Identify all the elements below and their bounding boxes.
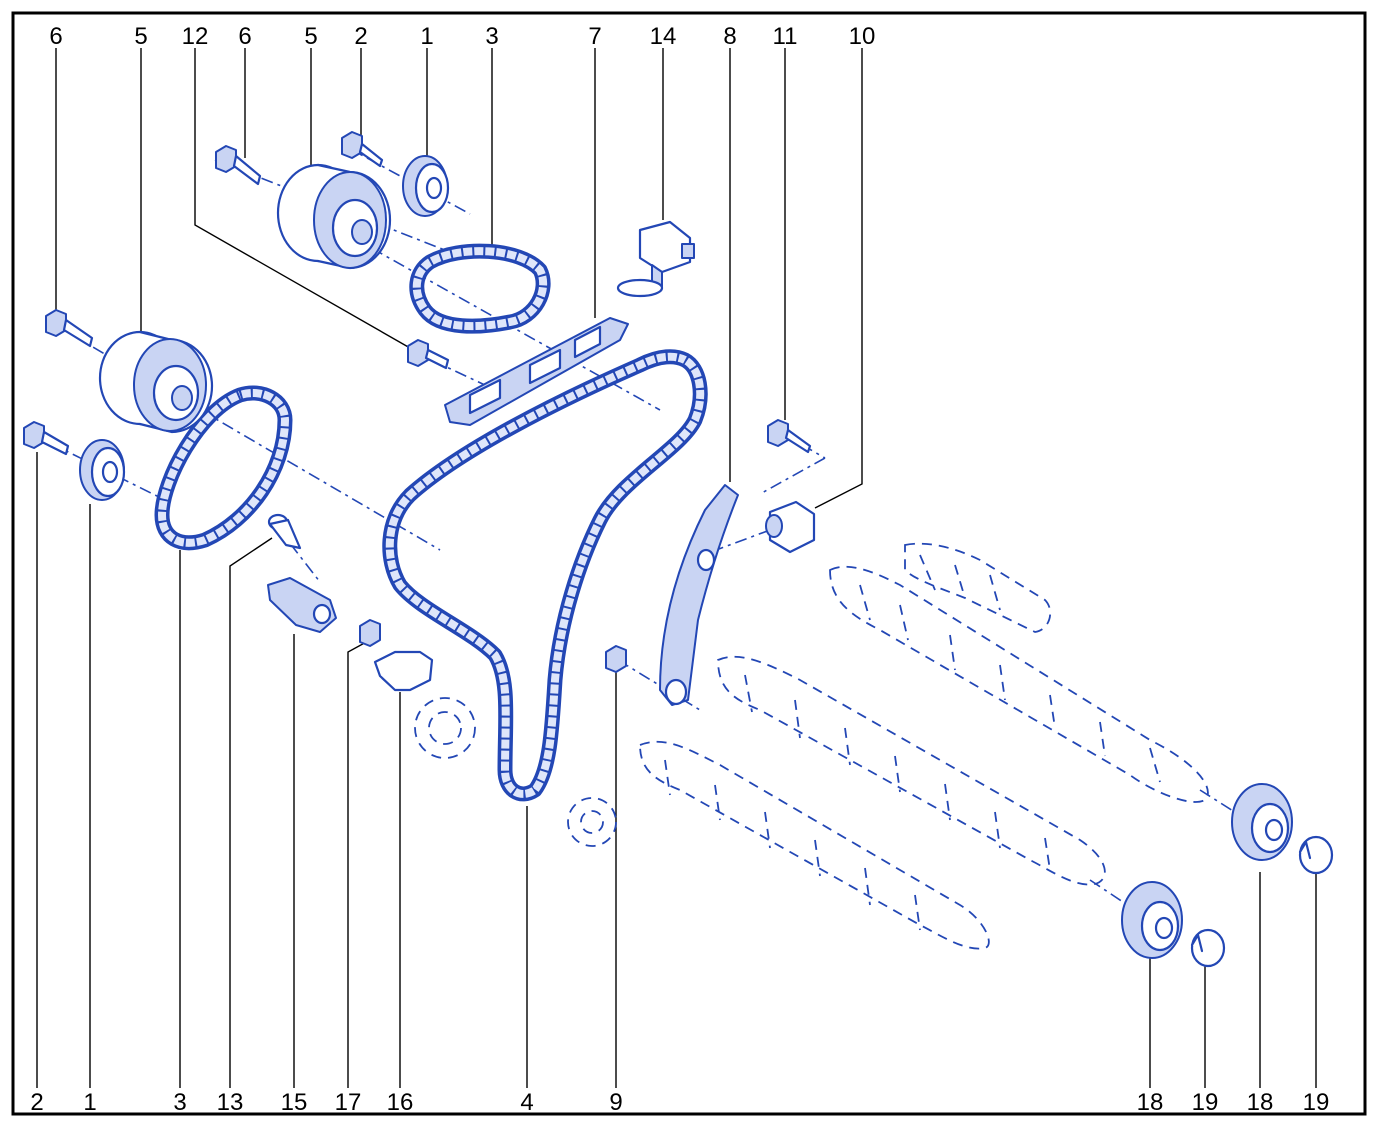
callout: 6 bbox=[49, 23, 62, 50]
chain-guide-7 bbox=[444, 317, 629, 426]
callout: 3 bbox=[173, 1089, 186, 1116]
callout: 15 bbox=[281, 1089, 308, 1116]
callout: 19 bbox=[1303, 1089, 1330, 1116]
bolt-11 bbox=[767, 419, 812, 454]
callout: 10 bbox=[849, 23, 876, 50]
callout: 19 bbox=[1192, 1089, 1219, 1116]
timing-chain-3-upper bbox=[409, 243, 551, 334]
bolt-lower-2 bbox=[23, 421, 70, 456]
callout: 18 bbox=[1247, 1089, 1274, 1116]
tensioner-arm-8 bbox=[659, 484, 739, 706]
callout: 9 bbox=[609, 1089, 622, 1116]
sensor-14 bbox=[616, 220, 695, 298]
callout: 1 bbox=[420, 23, 433, 50]
sprocket-lower bbox=[79, 439, 126, 501]
timing-chain-3-lower bbox=[154, 385, 293, 551]
cam-phaser-lower bbox=[98, 330, 214, 434]
sprocket-upper bbox=[402, 155, 450, 217]
callout: 7 bbox=[588, 23, 601, 50]
callout: 2 bbox=[30, 1089, 43, 1116]
callout: 13 bbox=[217, 1089, 244, 1116]
sprocket-18-left bbox=[1121, 881, 1183, 959]
bolt-9 bbox=[605, 645, 627, 673]
bolt-lower-6 bbox=[45, 309, 94, 348]
callout: 17 bbox=[335, 1089, 362, 1116]
timing-chain-4 bbox=[382, 349, 708, 802]
cam-phaser-upper bbox=[276, 163, 392, 270]
cap-19-left bbox=[1190, 928, 1226, 968]
callouts-top: 6 5 12 6 5 2 1 3 7 14 8 11 10 bbox=[49, 23, 875, 50]
callout: 6 bbox=[238, 23, 251, 50]
callout: 11 bbox=[773, 23, 798, 50]
callout: 4 bbox=[520, 1089, 533, 1116]
bracket-16 bbox=[373, 650, 434, 692]
callout: 16 bbox=[387, 1089, 414, 1116]
leader-lines bbox=[36, 48, 1317, 1088]
callout: 8 bbox=[723, 23, 736, 50]
tensioner-15 bbox=[267, 577, 337, 633]
callout: 5 bbox=[304, 23, 317, 50]
callout: 3 bbox=[485, 23, 498, 50]
callout: 1 bbox=[83, 1089, 96, 1116]
callout: 2 bbox=[354, 23, 367, 50]
camshafts-ghost bbox=[414, 542, 1209, 950]
diagram-frame bbox=[11, 11, 1367, 1116]
pin-13 bbox=[267, 513, 302, 550]
callout: 14 bbox=[650, 23, 677, 50]
bolt-12 bbox=[407, 339, 450, 370]
cap-19-right bbox=[1298, 835, 1334, 875]
sprocket-18-right bbox=[1231, 783, 1293, 861]
callout: 18 bbox=[1137, 1089, 1164, 1116]
callout: 5 bbox=[134, 23, 147, 50]
callout: 12 bbox=[182, 23, 209, 50]
bolt-upper-6 bbox=[215, 145, 262, 186]
tensioner-10 bbox=[765, 500, 816, 554]
bolt-upper-2 bbox=[341, 131, 384, 168]
callouts-bottom: 2 1 3 13 15 17 16 4 9 18 19 18 19 bbox=[30, 1089, 1329, 1116]
bolt-17 bbox=[359, 619, 381, 647]
